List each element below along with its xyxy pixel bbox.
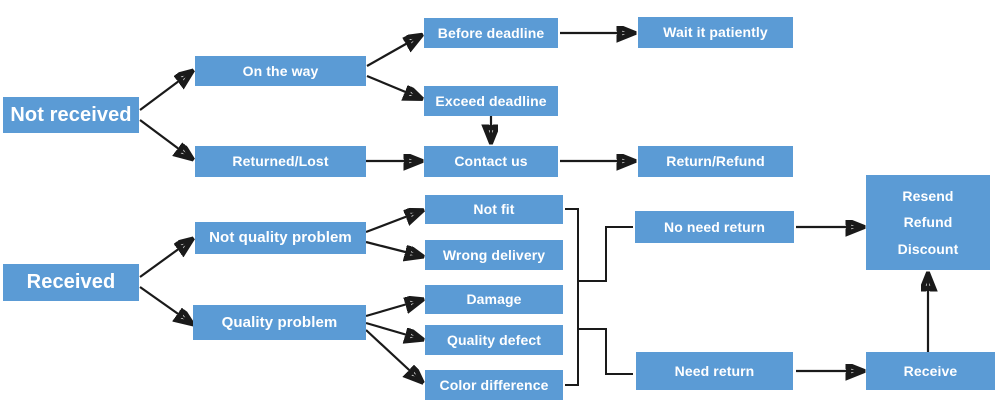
node-returned-lost-label: Returned/Lost [232, 153, 329, 170]
node-not-fit[interactable]: Not fit [425, 195, 563, 224]
edge-reasons-bus [565, 208, 579, 386]
edge-on-the-way-to-before-deadline [366, 36, 420, 67]
node-no-need-return-label: No need return [664, 218, 765, 235]
node-damage[interactable]: Damage [425, 285, 563, 314]
edge-nqp-to-wrong-delivery [365, 240, 421, 256]
node-not-quality-problem-label: Not quality problem [209, 229, 352, 247]
node-quality-defect-label: Quality defect [447, 331, 541, 348]
edge-not-received-to-on-the-way [139, 72, 191, 111]
node-not-received[interactable]: Not received [3, 97, 139, 133]
edge-qp-to-quality-defect [365, 321, 421, 339]
edge-qp-to-color-difference [365, 329, 421, 381]
node-color-difference[interactable]: Color difference [425, 370, 563, 400]
edge-received-to-not-quality-problem [139, 240, 191, 278]
node-wrong-delivery[interactable]: Wrong delivery [425, 240, 563, 270]
node-damage-label: Damage [466, 291, 522, 308]
node-outcome-discount: Discount [897, 240, 959, 257]
node-not-quality-problem[interactable]: Not quality problem [195, 222, 366, 254]
node-color-difference-label: Color difference [439, 376, 549, 393]
node-on-the-way[interactable]: On the way [195, 56, 366, 86]
node-received-label: Received [26, 271, 116, 293]
edge-bus-to-no-need-return [578, 226, 633, 282]
node-need-return[interactable]: Need return [636, 352, 793, 390]
node-outcome-resend: Resend [902, 188, 954, 205]
node-before-deadline-label: Before deadline [437, 24, 545, 41]
node-outcome-refund: Refund [903, 214, 953, 231]
node-receive-label: Receive [903, 362, 958, 379]
node-receive[interactable]: Receive [866, 352, 995, 390]
node-wait-it-patiently[interactable]: Wait it patiently [638, 17, 793, 48]
node-quality-problem-label: Quality problem [221, 313, 338, 331]
edge-on-the-way-to-exceed-deadline [366, 74, 420, 98]
node-contact-us-label: Contact us [454, 153, 528, 170]
node-return-refund-label: Return/Refund [666, 153, 765, 170]
node-wait-it-patiently-label: Wait it patiently [663, 24, 768, 41]
node-need-return-label: Need return [674, 362, 755, 379]
node-on-the-way-label: On the way [242, 62, 319, 79]
node-returned-lost[interactable]: Returned/Lost [195, 146, 366, 177]
node-contact-us[interactable]: Contact us [424, 146, 558, 177]
node-outcome[interactable]: Resend Refund Discount [866, 175, 990, 270]
node-exceed-deadline-label: Exceed deadline [435, 92, 547, 109]
node-received[interactable]: Received [3, 264, 139, 301]
edge-not-received-to-returned-lost [139, 119, 191, 158]
node-before-deadline[interactable]: Before deadline [424, 18, 558, 48]
node-wrong-delivery-label: Wrong delivery [442, 246, 546, 263]
node-exceed-deadline[interactable]: Exceed deadline [424, 86, 558, 116]
node-no-need-return[interactable]: No need return [635, 211, 794, 243]
node-not-fit-label: Not fit [473, 201, 515, 218]
edge-qp-to-damage [365, 300, 421, 318]
node-quality-defect[interactable]: Quality defect [425, 325, 563, 355]
node-not-received-label: Not received [10, 103, 132, 126]
edge-received-to-quality-problem [139, 286, 191, 323]
node-return-refund[interactable]: Return/Refund [638, 146, 793, 177]
node-quality-problem[interactable]: Quality problem [193, 305, 366, 340]
edge-bus-to-need-return [578, 328, 633, 375]
edge-nqp-to-not-fit [365, 211, 421, 234]
